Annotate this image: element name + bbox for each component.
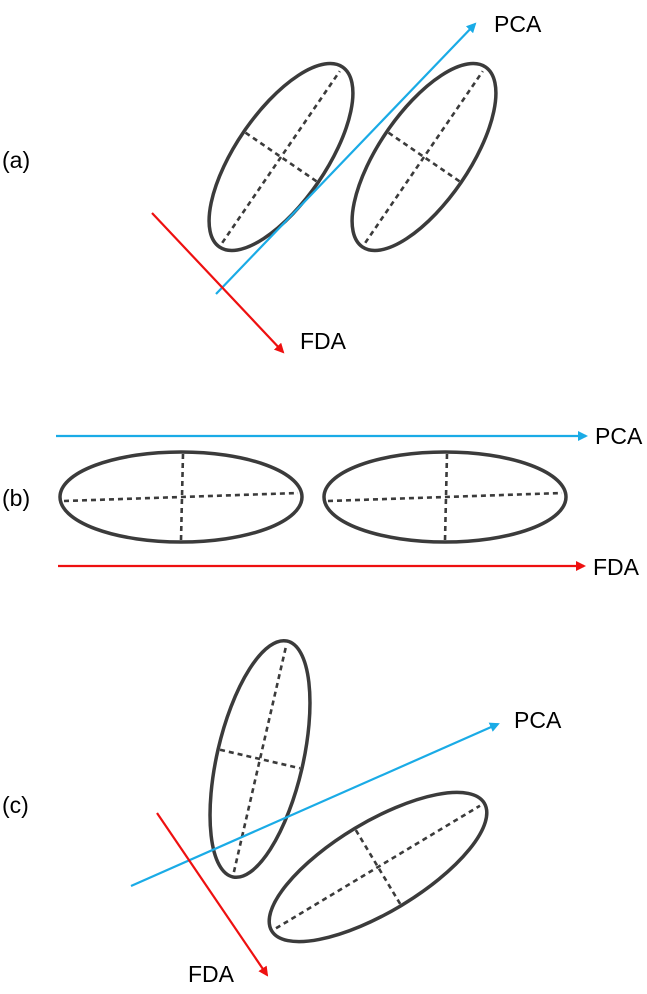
panel-a: (a) PCA FDA	[2, 11, 542, 354]
ellipse-a-right	[350, 61, 498, 253]
ellipse-outline	[208, 638, 312, 880]
fda-label: FDA	[188, 961, 235, 987]
fda-arrow	[156, 812, 269, 977]
major-axis	[221, 70, 341, 244]
panel-b: (b) PCA FDA	[2, 423, 643, 580]
panel-c: (c) PCA FDA	[2, 638, 562, 987]
major-axis	[364, 70, 484, 244]
ellipse-outline	[267, 790, 489, 944]
pca-arrow	[215, 22, 477, 295]
major-axis	[275, 804, 481, 930]
pca-label: PCA	[595, 423, 643, 449]
panel-b-label: (b)	[2, 485, 30, 511]
minor-axis	[219, 748, 301, 770]
fda-label: FDA	[593, 554, 640, 580]
major-axis	[63, 491, 299, 503]
major-axis	[232, 645, 288, 873]
ellipse-c-bottom	[267, 790, 489, 944]
pca-arrow	[130, 722, 500, 888]
ellipse-outline	[58, 450, 304, 544]
pca-label: PCA	[494, 11, 542, 37]
ellipse-outline	[350, 61, 498, 253]
panel-c-label: (c)	[2, 792, 29, 818]
panel-a-label: (a)	[2, 147, 30, 173]
ellipse-c-top	[208, 638, 312, 880]
major-axis	[327, 491, 563, 503]
fda-arrow	[151, 212, 285, 354]
ellipse-outline	[322, 450, 568, 544]
ellipse-a-left	[207, 61, 355, 253]
fda-label: FDA	[300, 328, 347, 354]
ellipse-b-right	[322, 450, 568, 544]
ellipse-outline	[207, 61, 355, 253]
ellipse-b-left	[58, 450, 304, 544]
pca-label: PCA	[514, 707, 562, 733]
